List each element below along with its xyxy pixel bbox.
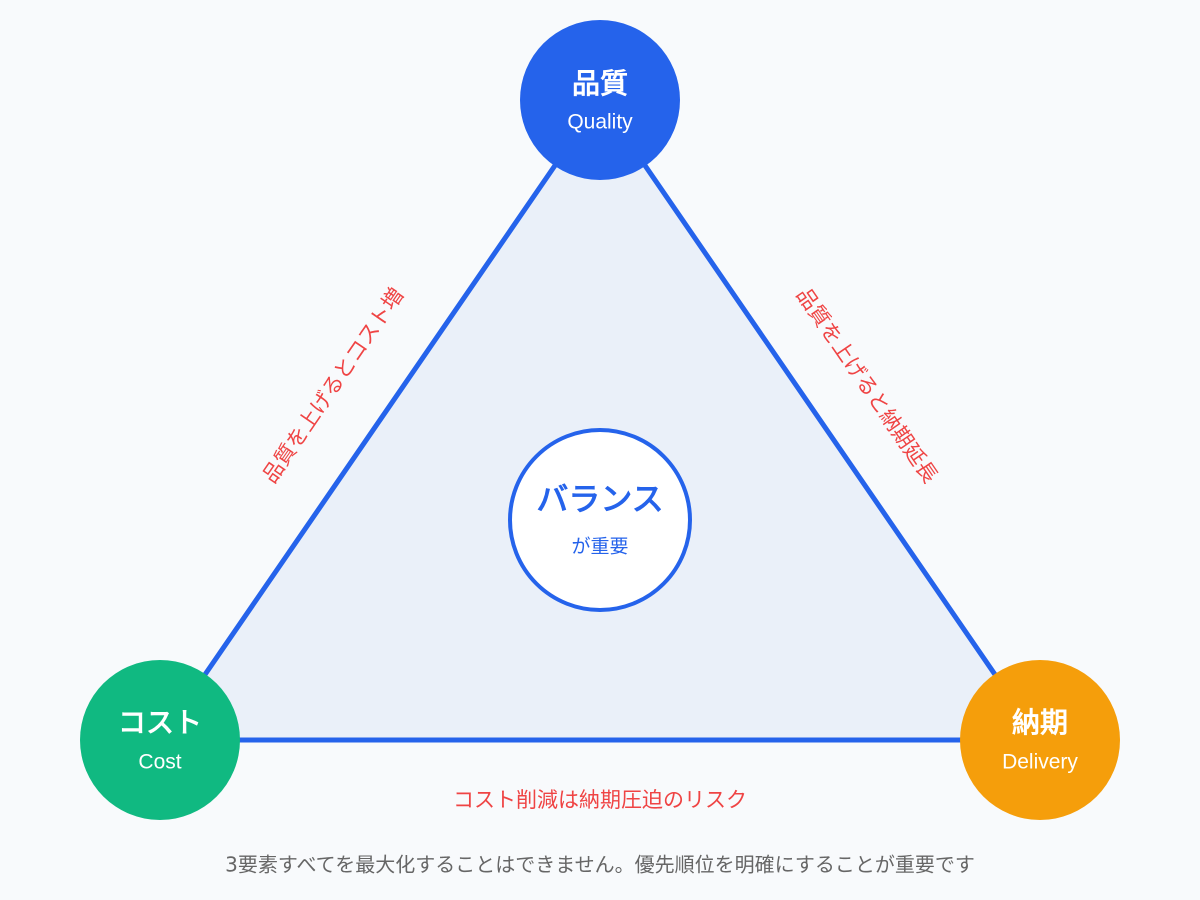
node-cost-circle bbox=[80, 660, 240, 820]
center-subtitle: が重要 bbox=[571, 536, 628, 558]
node-quality-subtitle: Quality bbox=[567, 111, 633, 134]
node-quality-circle bbox=[520, 20, 680, 180]
node-cost-title: コスト bbox=[118, 706, 202, 739]
node-delivery-circle bbox=[960, 660, 1120, 820]
tradeoff-triangle bbox=[157, 97, 1043, 743]
caption-text: 3要素すべてを最大化することはできません。優先順位を明確にすることが重要です bbox=[225, 853, 975, 877]
center-title: バランス bbox=[536, 480, 663, 518]
node-delivery: 納期 Delivery bbox=[960, 660, 1120, 820]
node-cost: コスト Cost bbox=[80, 660, 240, 820]
node-delivery-title: 納期 bbox=[1012, 706, 1068, 739]
node-delivery-subtitle: Delivery bbox=[1002, 751, 1078, 774]
node-quality: 品質 Quality bbox=[520, 20, 680, 180]
center-circle bbox=[508, 428, 692, 612]
node-cost-subtitle: Cost bbox=[138, 751, 181, 774]
node-quality-title: 品質 bbox=[572, 67, 628, 100]
edge-label-cost-delivery: コスト削減は納期圧迫のリスク bbox=[453, 788, 747, 812]
